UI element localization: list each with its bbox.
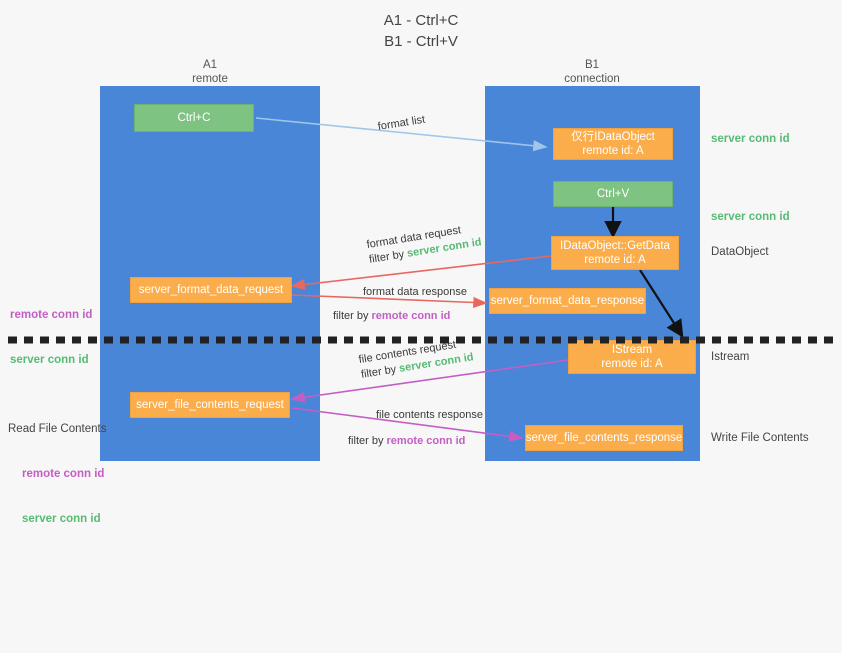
filter-prefix: filter by — [333, 310, 372, 322]
column-a1-role: remote — [192, 73, 228, 85]
box-istream-line2: remote id: A — [601, 358, 663, 370]
title-line-2: B1 - Ctrl+V — [384, 33, 458, 50]
filter-key-remote-conn-id: remote conn id — [371, 310, 451, 322]
box-server-file-contents-request-label: server_file_contents_request — [136, 399, 284, 411]
title-line-1: A1 - Ctrl+C — [383, 12, 459, 29]
box-idataobject-line1: 仅行IDataObject — [571, 131, 655, 143]
box-getdata-line1: IDataObject::GetData — [560, 240, 670, 252]
box-server-file-contents-response[interactable]: server_file_contents_response — [525, 425, 683, 451]
box-istream[interactable]: IStream remote id: A — [568, 340, 696, 374]
page-title: A1 - Ctrl+C B1 - Ctrl+V — [0, 10, 842, 52]
filter-prefix: filter by — [348, 435, 387, 447]
box-istream-line1: IStream — [611, 344, 653, 356]
box-ctrl-v-label: Ctrl+V — [596, 188, 630, 200]
box-ctrl-v[interactable]: Ctrl+V — [553, 181, 673, 207]
label-file-contents-response-line1: file contents response — [376, 409, 484, 421]
right-label-istream: Istream — [711, 351, 750, 363]
left-label-file-server-conn-id: server conn id — [22, 513, 101, 525]
column-b1-role: connection — [564, 73, 620, 85]
label-format-data-response-line1: format data response — [363, 286, 467, 298]
label-file-contents-response-line2: filter by remote conn id — [348, 434, 483, 449]
left-label-read-file-contents-group: Read File Contents remote conn id server… — [8, 392, 106, 557]
left-label-format-conn-ids: remote conn id server conn id — [10, 278, 92, 398]
label-format-data-response: format data response filter by remote co… — [333, 285, 467, 324]
box-server-format-data-response-label: server_format_data_response — [490, 295, 645, 307]
box-server-format-data-response[interactable]: server_format_data_response — [489, 288, 646, 314]
box-ctrl-c[interactable]: Ctrl+C — [134, 104, 254, 132]
box-server-format-data-request-label: server_format_data_request — [138, 284, 284, 296]
column-a1-name: A1 — [202, 59, 218, 71]
box-idataobject[interactable]: 仅行IDataObject remote id: A — [553, 128, 673, 160]
column-header-a1: A1 remote — [110, 58, 310, 86]
box-idataobject-line2: remote id: A — [582, 145, 644, 157]
right-label-dataobject: DataObject — [711, 246, 769, 258]
left-label-read-file-contents: Read File Contents — [8, 423, 107, 435]
box-server-format-data-request[interactable]: server_format_data_request — [130, 277, 292, 303]
box-server-file-contents-request[interactable]: server_file_contents_request — [130, 392, 290, 418]
label-format-list: format list — [377, 113, 426, 135]
label-format-list-text: format list — [376, 113, 426, 133]
column-header-b1: B1 connection — [492, 58, 692, 86]
label-file-contents-response: file contents response filter by remote … — [348, 408, 483, 449]
box-ctrl-c-label: Ctrl+C — [177, 112, 211, 124]
right-label-server-conn-id-top: server conn id — [711, 133, 790, 145]
label-format-data-request: format data request filter by server con… — [366, 220, 483, 267]
column-b1-name: B1 — [584, 59, 600, 71]
right-label-server-conn-id-mid: server conn id — [711, 211, 790, 223]
filter-key-remote-conn-id: remote conn id — [386, 435, 466, 447]
box-server-file-contents-response-label: server_file_contents_response — [525, 432, 683, 444]
diagram-canvas: A1 - Ctrl+C B1 - Ctrl+V A1 remote B1 con… — [0, 10, 842, 525]
label-file-contents-request: file contents request filter by server c… — [358, 335, 475, 382]
right-label-write-file-contents: Write File Contents — [711, 432, 809, 444]
left-label-format-remote-conn-id: remote conn id — [10, 309, 93, 321]
box-getdata-line2: remote id: A — [584, 254, 646, 266]
label-format-data-response-line2: filter by remote conn id — [333, 309, 467, 324]
left-label-file-remote-conn-id: remote conn id — [22, 468, 105, 480]
box-idataobject-getdata[interactable]: IDataObject::GetData remote id: A — [551, 236, 679, 270]
left-label-format-server-conn-id: server conn id — [10, 354, 89, 366]
